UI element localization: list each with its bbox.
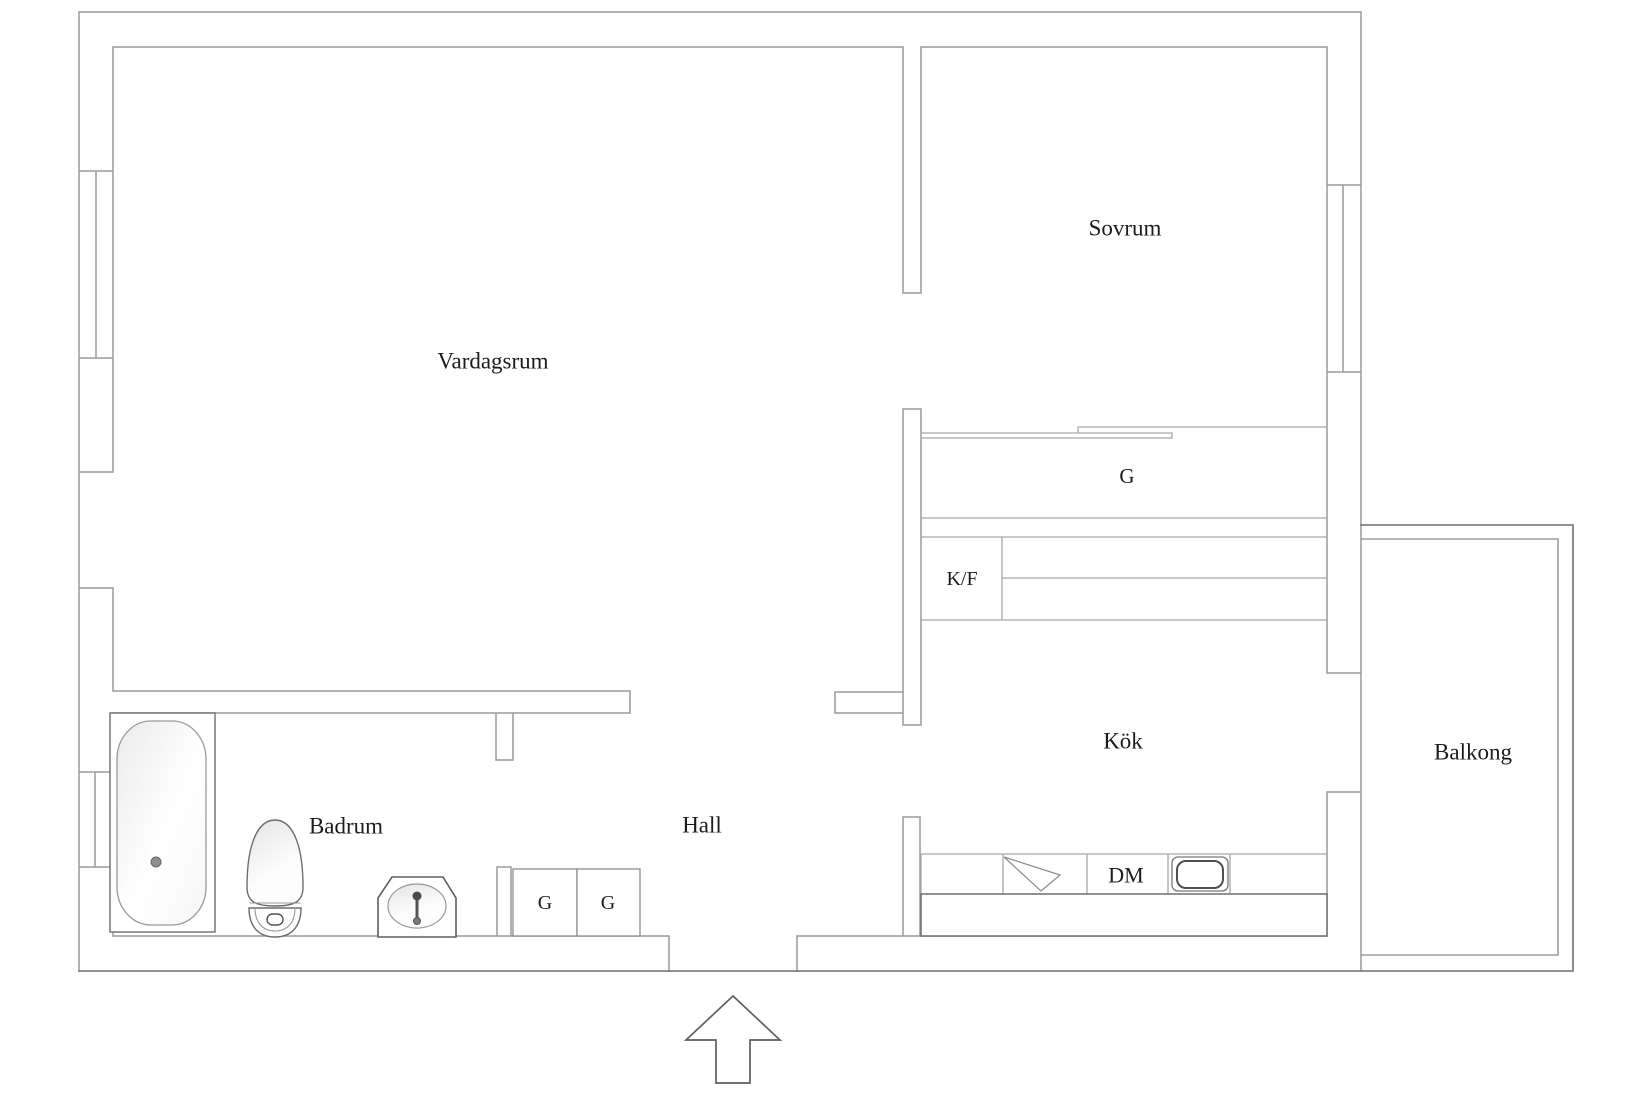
- closets-and-counters: [920, 426, 1328, 895]
- room-label-kok: Kök: [1103, 729, 1143, 754]
- hall-wardrobe-box-2: [576, 868, 641, 937]
- room-label-badrum: Badrum: [309, 814, 383, 839]
- room-label-balkong: Balkong: [1434, 740, 1512, 765]
- bathroom-sink-drain: [413, 917, 421, 925]
- counter-lines: [920, 426, 1328, 895]
- room-label-sovrum: Sovrum: [1089, 216, 1162, 241]
- room-label-hall: Hall: [682, 813, 722, 838]
- fixture-label-wardrobe-hall-1: G: [538, 892, 552, 914]
- toilet-bowl: [246, 819, 304, 907]
- toilet-base-inner: [254, 907, 296, 932]
- balcony-and-outline: [78, 524, 1574, 1084]
- bathtub-drain: [150, 856, 162, 868]
- toilet-flush: [266, 913, 284, 926]
- walls: [78, 11, 1362, 972]
- wall-lines: [78, 11, 1362, 972]
- kitchen-sink-basin: [1176, 860, 1224, 889]
- outer-edge-and-balcony: [78, 524, 1574, 972]
- hall-wardrobe-box-1: [512, 868, 578, 937]
- stove-icon: [1003, 856, 1062, 892]
- fixture-label-wardrobe-sovrum: G: [1119, 464, 1134, 488]
- fixture-label-fridge-freezer: K/F: [946, 568, 977, 590]
- bathroom-sink-tap-head: [412, 891, 422, 901]
- balcony-inner-rail: [1361, 538, 1559, 956]
- kitchen-counter-band: [920, 893, 1328, 937]
- fixtures: [109, 712, 1229, 938]
- room-label-vardagsrum: Vardagsrum: [437, 349, 548, 374]
- fixture-label-dishwasher: DM: [1108, 863, 1143, 888]
- entrance-arrow-icon: [683, 994, 783, 1084]
- bathtub-basin: [116, 720, 207, 926]
- fixture-label-wardrobe-hall-2: G: [601, 892, 615, 914]
- room-labels: VardagsrumSovrumKökHallBadrumBalkongGK/F…: [309, 216, 1513, 915]
